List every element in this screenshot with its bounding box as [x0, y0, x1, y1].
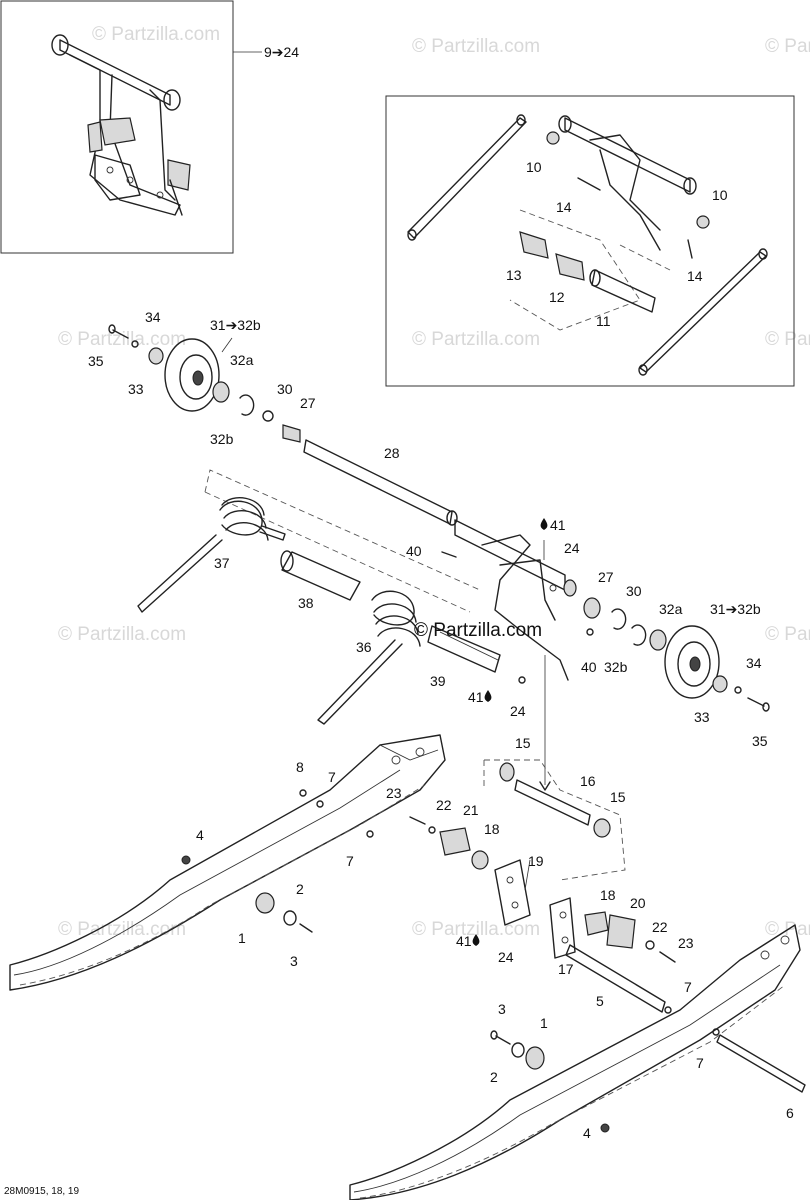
callout-7: 7 — [684, 979, 692, 995]
callout-36: 36 — [356, 639, 372, 655]
callout-1: 1 — [540, 1015, 548, 1031]
watermark-center: © Partzilla.com — [414, 620, 542, 641]
droplet-icon — [472, 934, 480, 946]
right-idler-wheel-group: 27 30 32a 31➔32b 40 32b 34 33 35 — [581, 569, 770, 749]
watermark-text: © Partzilla.com — [765, 36, 810, 57]
callout-10: 10 — [712, 187, 728, 203]
callout-28: 28 — [384, 445, 400, 461]
callout-22: 22 — [436, 797, 452, 813]
droplet-icon — [484, 690, 492, 702]
callout-27: 27 — [300, 395, 316, 411]
callout-1: 1 — [238, 930, 246, 946]
callout-24: 24 — [498, 949, 514, 965]
callout-8: 8 — [296, 759, 304, 775]
callout-14: 14 — [556, 199, 572, 215]
callout-10: 10 — [526, 159, 542, 175]
callout-32a: 32a — [659, 601, 683, 617]
callout-33: 33 — [694, 709, 710, 725]
watermark-text: © Partzilla.com — [412, 329, 540, 350]
diagram-reference-code: 28M0915, 18, 19 — [4, 1186, 79, 1197]
callout-34: 34 — [145, 309, 161, 325]
right-slide-rail: 3 1 2 4 7 6 — [349, 924, 806, 1200]
callout-27: 27 — [598, 569, 614, 585]
callout-41: 41 — [468, 689, 484, 705]
watermark-text: © Partzilla.com — [58, 329, 186, 350]
spring-and-arm-group: 37 38 36 39 © Partzilla.com 40 41 24 41 … — [137, 469, 580, 791]
watermarks: © Partzilla.com © Partzilla.com © Partzi… — [58, 24, 810, 940]
watermark-text: © Partzilla.com — [58, 919, 186, 940]
callout-7: 7 — [346, 853, 354, 869]
callout-34: 34 — [746, 655, 762, 671]
watermark-text: © Partzilla.com — [765, 624, 810, 645]
callout-20: 20 — [630, 895, 646, 911]
callout-3: 3 — [290, 953, 298, 969]
callout-18: 18 — [484, 821, 500, 837]
callout-40: 40 — [406, 543, 422, 559]
callout-14: 14 — [687, 268, 703, 284]
callout-31-32b: 31➔32b — [710, 601, 761, 617]
callout-32b: 32b — [604, 659, 628, 675]
callout-13: 13 — [506, 267, 522, 283]
droplet-icon — [540, 518, 548, 530]
watermark-text: © Partzilla.com — [765, 329, 810, 350]
callout-5: 5 — [596, 993, 604, 1009]
callout-16: 16 — [580, 773, 596, 789]
callout-6: 6 — [786, 1105, 794, 1121]
callout-38: 38 — [298, 595, 314, 611]
callout-41: 41 — [456, 933, 472, 949]
inset-frame — [0, 0, 234, 254]
callout-11: 11 — [596, 313, 611, 329]
callout-24: 24 — [510, 703, 526, 719]
rear-cross-shaft-group: 15 16 15 19 18 20 22 23 41 24 17 5 7 — [456, 735, 694, 1014]
callout-35: 35 — [752, 733, 768, 749]
callout-30: 30 — [626, 583, 642, 599]
callout-3: 3 — [498, 1001, 506, 1017]
callout-15: 15 — [515, 735, 531, 751]
callout-4: 4 — [196, 827, 204, 843]
callout-24: 24 — [564, 540, 580, 556]
callout-41: 41 — [550, 517, 566, 533]
callout-4: 4 — [583, 1125, 591, 1141]
inset-front-arm: 9➔24 — [0, 0, 299, 254]
watermark-text: © Partzilla.com — [58, 624, 186, 645]
callout-12: 12 — [549, 289, 565, 305]
callout-32a: 32a — [230, 352, 254, 368]
inset-rear-arm: 10 10 14 14 13 12 11 — [385, 95, 795, 387]
callout-17: 17 — [558, 961, 574, 977]
callout-31-32b: 31➔32b — [210, 317, 261, 333]
callout-21: 21 — [463, 802, 479, 818]
callout-37: 37 — [214, 555, 230, 571]
callout-22: 22 — [652, 919, 668, 935]
callout-2: 2 — [296, 881, 304, 897]
watermark-text: © Partzilla.com — [92, 24, 220, 45]
callout-18: 18 — [600, 887, 616, 903]
callout-35: 35 — [88, 353, 104, 369]
left-idler-wheel-group: 34 35 31➔32b 32a 33 30 27 32b 28 — [88, 309, 458, 526]
callout-23: 23 — [678, 935, 694, 951]
callout-39: 39 — [430, 673, 446, 689]
watermark-text: © Partzilla.com — [412, 36, 540, 57]
inset-frame — [385, 95, 795, 387]
left-slide-rail: 4 8 7 7 1 2 3 23 22 21 18 — [9, 734, 500, 991]
callout-7: 7 — [696, 1055, 704, 1071]
callout-30: 30 — [277, 381, 293, 397]
callout-19: 19 — [528, 853, 544, 869]
callout-32b: 32b — [210, 431, 234, 447]
callout-7: 7 — [328, 769, 336, 785]
callout-33: 33 — [128, 381, 144, 397]
callout-2: 2 — [490, 1069, 498, 1085]
callout-inset-range: 9➔24 — [264, 44, 299, 60]
callout-40: 40 — [581, 659, 597, 675]
callout-23: 23 — [386, 785, 402, 801]
callout-15: 15 — [610, 789, 626, 805]
